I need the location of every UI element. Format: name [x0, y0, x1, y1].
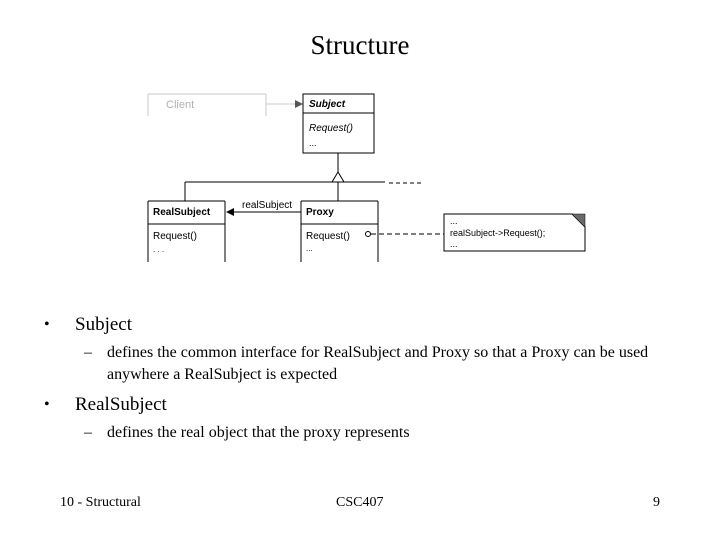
- proxy-class: Proxy Request() ...: [300, 200, 379, 262]
- proxy-realsubject-arrowhead: [226, 208, 234, 216]
- association-label: realSubject: [242, 200, 292, 211]
- subject-operation: Request(): [309, 123, 353, 134]
- implementation-note: ... realSubject->Request(); ...: [443, 213, 586, 252]
- note-line-2: realSubject->Request();: [450, 228, 545, 238]
- page-number: 9: [653, 495, 660, 510]
- bullet-realsubject: • RealSubject: [44, 392, 684, 418]
- proxy-name: Proxy: [306, 207, 334, 218]
- bullet-marker: •: [44, 396, 50, 413]
- bullet-realsubject-detail: – defines the real object that the proxy…: [44, 422, 684, 444]
- client-label: Client: [166, 99, 194, 111]
- bullet-realsubject-label: RealSubject: [75, 394, 167, 415]
- client-subject-arrowhead: [295, 100, 303, 108]
- note-line-1: ...: [450, 216, 458, 226]
- note-line-3: ...: [450, 239, 458, 249]
- bullet-realsubject-detail-text: defines the real object that the proxy r…: [107, 424, 410, 441]
- slide-title: Structure: [310, 30, 410, 60]
- realsubject-class: RealSubject Request() . . .: [147, 200, 226, 262]
- bullet-subject-detail: – defines the common interface for RealS…: [44, 342, 684, 386]
- dash-marker: –: [84, 344, 92, 361]
- bullet-subject-detail-text: defines the common interface for RealSub…: [107, 344, 649, 383]
- subject-class: Subject Request() ...: [302, 93, 375, 154]
- subject-ellipsis: ...: [309, 138, 317, 148]
- client-class: Client: [147, 93, 267, 116]
- subject-name: Subject: [309, 99, 346, 110]
- realsubject-operation: Request(): [153, 231, 197, 242]
- proxy-structure-diagram: Client Subject Request() ... RealSubject…: [147, 93, 586, 262]
- realsubject-ellipsis: . . .: [153, 245, 164, 254]
- proxy-ellipsis: ...: [306, 244, 313, 253]
- bullet-subject-label: Subject: [75, 314, 132, 335]
- realsubject-name: RealSubject: [153, 207, 211, 218]
- bullet-marker: •: [44, 316, 50, 333]
- inheritance-lines: [184, 153, 422, 201]
- bullet-list: • Subject – defines the common interface…: [44, 312, 684, 444]
- bullet-subject: • Subject: [44, 312, 684, 338]
- footer-course-code: CSC407: [336, 495, 384, 510]
- note-anchor: [365, 231, 371, 237]
- proxy-operation: Request(): [306, 231, 350, 242]
- footer-course-section: 10 - Structural: [60, 495, 141, 510]
- dash-marker: –: [84, 424, 92, 441]
